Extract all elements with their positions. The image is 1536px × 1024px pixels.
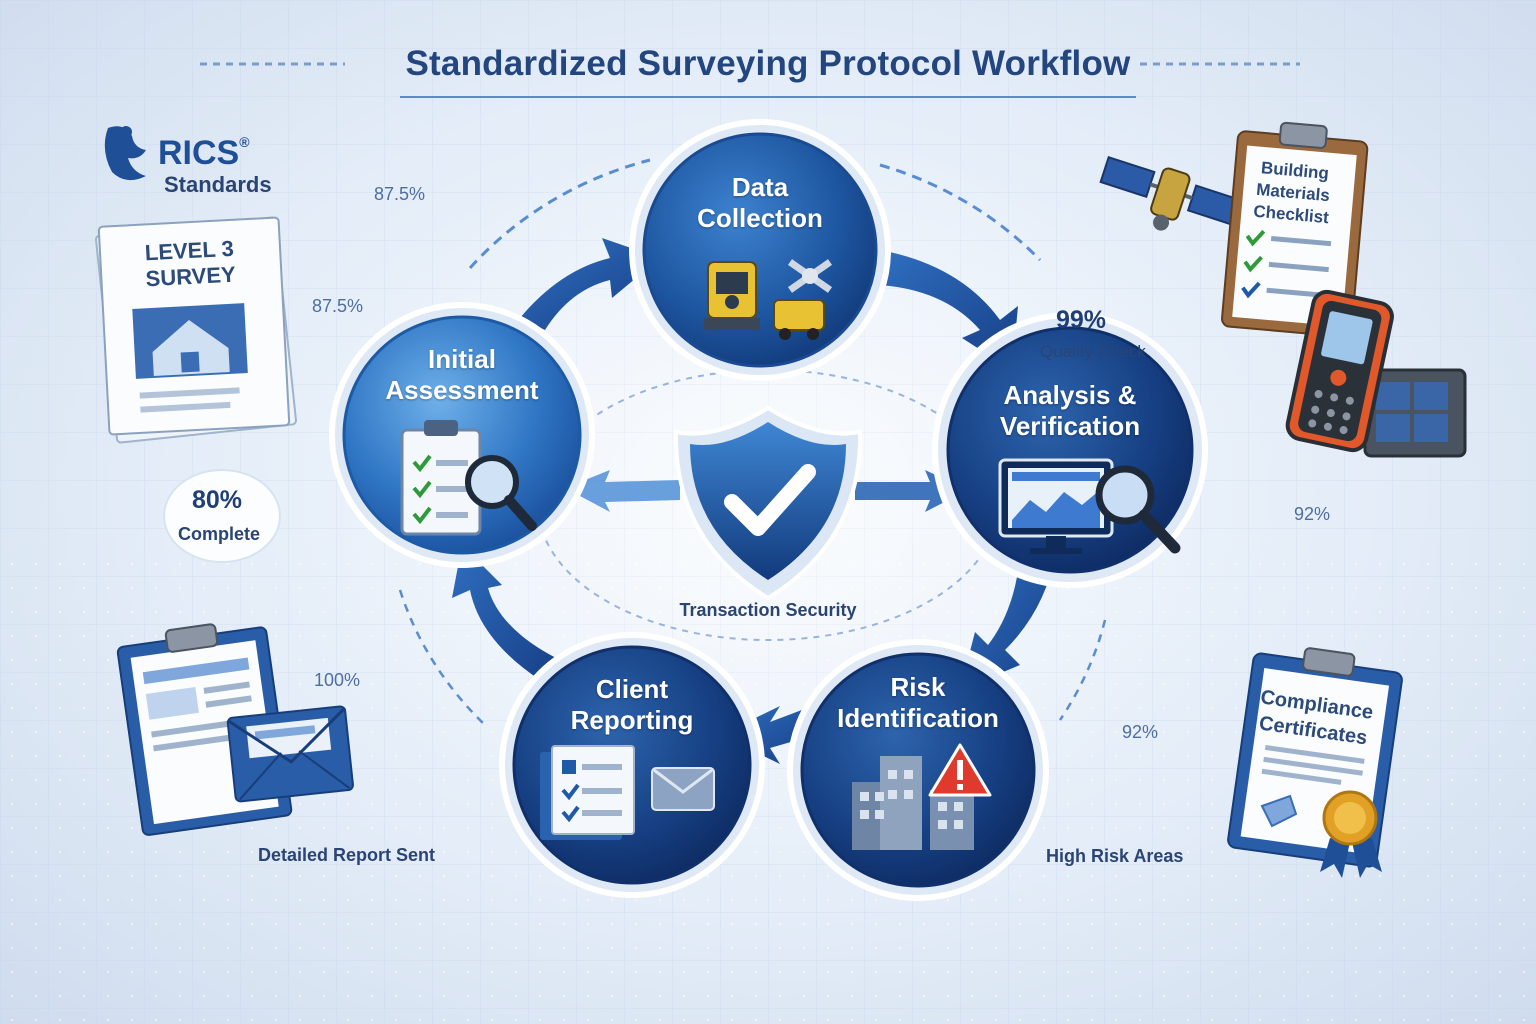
arrow-reporting-to-initial bbox=[452, 545, 560, 680]
total-station-icon bbox=[704, 259, 833, 340]
survey-document-title: LEVEL 3 SURVEY bbox=[144, 235, 237, 292]
progress-badge bbox=[163, 469, 281, 563]
step-initial-label: Initial Assessment bbox=[385, 344, 539, 405]
metric-right: 92% bbox=[1294, 504, 1331, 524]
certificates-clipboard-icon bbox=[1227, 647, 1403, 868]
arrow-initial-to-data bbox=[520, 238, 660, 330]
step-data-collection bbox=[629, 119, 891, 381]
quality-value: 99% bbox=[1056, 306, 1107, 334]
metric-risk: 92% bbox=[1122, 722, 1159, 742]
rics-registered-mark: ® bbox=[239, 134, 250, 150]
shield-check-icon bbox=[673, 405, 863, 601]
building-warning-icon bbox=[852, 743, 992, 850]
report-envelope-icon bbox=[540, 745, 715, 840]
rics-subtitle: Standards bbox=[164, 172, 272, 197]
caption-high-risk: High Risk Areas bbox=[1046, 846, 1184, 866]
quality-label: Quality Check bbox=[1040, 342, 1146, 361]
arrow-data-to-analysis bbox=[880, 250, 1018, 370]
envelope-icon bbox=[226, 705, 354, 803]
orbit-arc-top-left bbox=[468, 158, 651, 270]
metric-reporting: 100% bbox=[314, 670, 361, 690]
arrow-center-left bbox=[565, 470, 680, 512]
metric-top-left-a: 87.5% bbox=[374, 184, 426, 204]
checklist-title: Building Materials Checklist bbox=[1252, 158, 1331, 228]
handheld-gps-icon bbox=[1285, 289, 1467, 458]
orbit-arc-bottom-left bbox=[398, 589, 486, 726]
arrow-risk-to-reporting bbox=[720, 705, 815, 764]
rics-logo: RICS® bbox=[158, 134, 250, 173]
step-analysis-label: Analysis & Verification bbox=[999, 380, 1141, 441]
arrow-analysis-to-risk bbox=[960, 555, 1055, 690]
caption-report-sent: Detailed Report Sent bbox=[258, 845, 436, 865]
progress-label: Complete bbox=[178, 524, 261, 544]
award-seal-icon bbox=[1260, 790, 1382, 878]
satellite-icon bbox=[1099, 155, 1244, 231]
progress-value: 80% bbox=[192, 486, 243, 514]
orbit-arc-top-right bbox=[879, 163, 1042, 262]
survey-document-icon bbox=[95, 216, 297, 444]
rics-logo-icon bbox=[104, 126, 146, 181]
metric-top-left-b: 87.5% bbox=[312, 296, 364, 316]
step-reporting-label: Client Reporting bbox=[570, 674, 694, 735]
materials-checklist-icon bbox=[1221, 121, 1369, 338]
clipboard-magnifier-icon bbox=[400, 420, 537, 536]
page-title: Standardized Surveying Protocol Workflow bbox=[405, 44, 1131, 83]
step-risk-label: Risk Identification bbox=[837, 672, 999, 733]
step-data-collection-label: Data Collection bbox=[697, 172, 823, 233]
rics-brand: RICS bbox=[158, 134, 240, 172]
monitor-magnifier-icon bbox=[998, 458, 1181, 554]
center-label: Transaction Security bbox=[679, 600, 857, 620]
